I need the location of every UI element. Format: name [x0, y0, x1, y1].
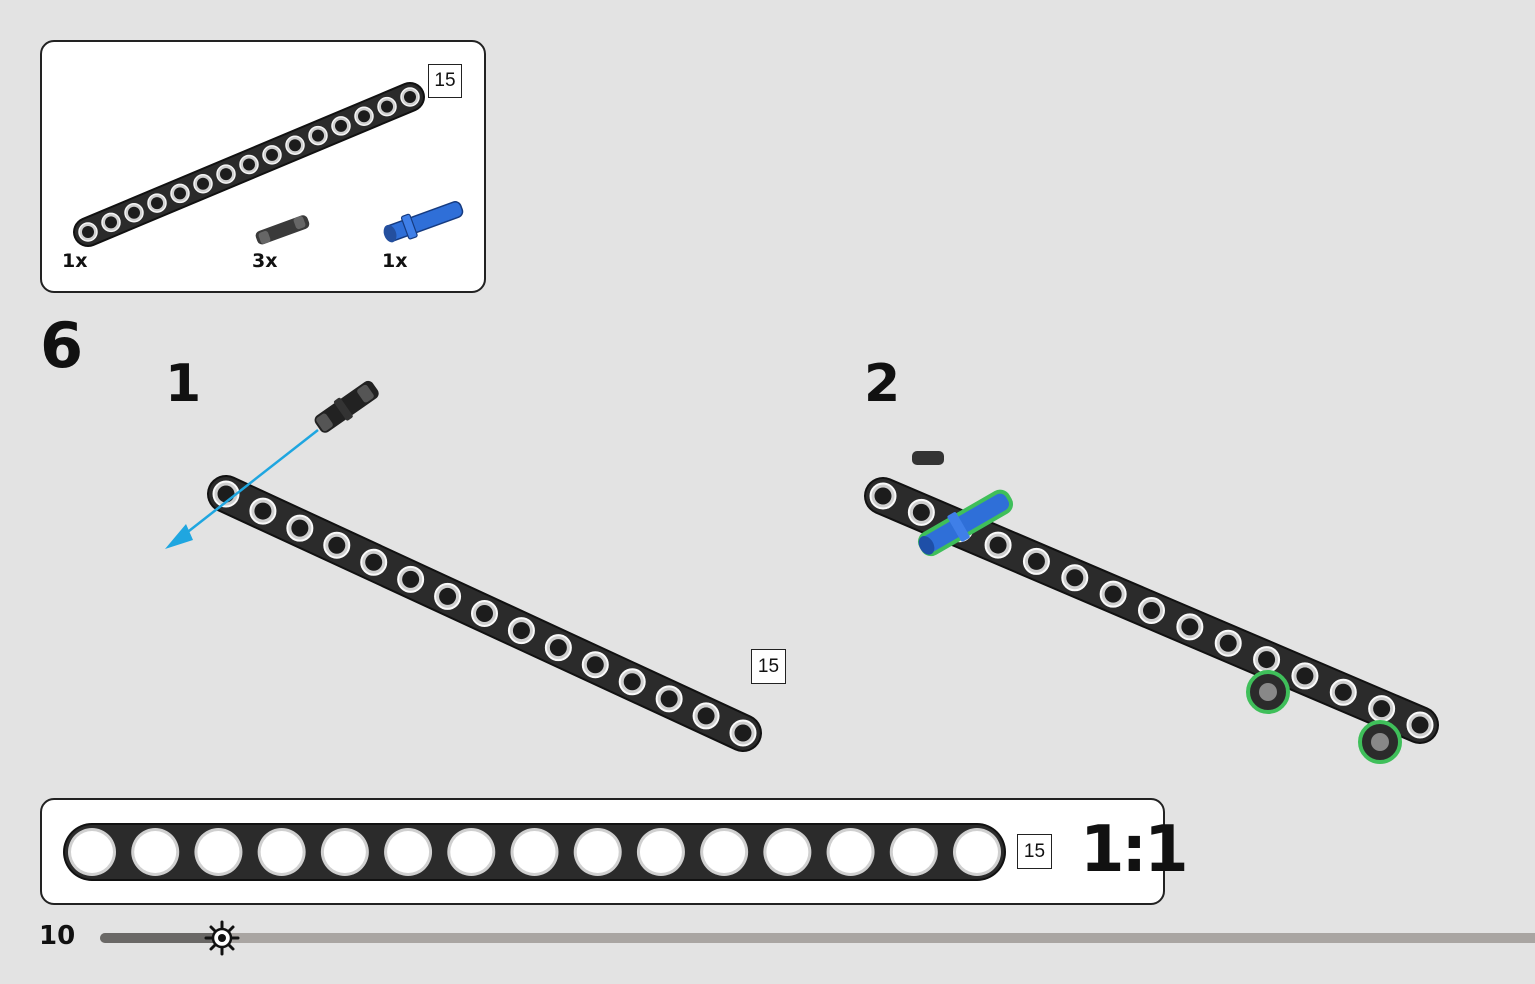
substep-1-beam-hole: [692, 702, 720, 730]
substep-2-beam-hole: [907, 498, 935, 526]
substep-2-friction-pin-b: [1358, 720, 1402, 764]
substep-2-beam-hole: [1099, 580, 1127, 608]
substep-1-beam-hole: [397, 565, 425, 593]
substep-number-1: 1: [165, 354, 202, 414]
ruler-hole: [829, 831, 872, 873]
ruler-beam: [63, 823, 1006, 881]
beam-part-hole: [377, 96, 397, 117]
part-quantity-long-pin: 1x: [382, 250, 408, 272]
substep-2-beam-hole: [1329, 678, 1357, 706]
substep-1-friction-pin: [314, 380, 379, 433]
substep-1-beam-hole: [581, 651, 609, 679]
ruler-hole: [576, 831, 619, 873]
substep-1-beam-hole: [507, 617, 535, 645]
substep-1-beam-hole: [729, 719, 757, 747]
substep-2-beam-hole: [984, 531, 1012, 559]
substep-1-beam-hole: [249, 497, 277, 525]
part-quantity-friction-pin: 3x: [252, 250, 278, 272]
substep-2-beam-hole: [1406, 711, 1434, 739]
substep-2-friction-pin-a: [1246, 670, 1290, 714]
beam-part-hole: [78, 222, 98, 242]
ruler-hole: [450, 831, 493, 873]
part-quantity-beam: 1x: [62, 250, 88, 272]
beam-part-hole: [147, 193, 167, 213]
ruler-hole: [387, 831, 430, 873]
beam-part-icon: [73, 82, 425, 247]
substep-2-blue-pin: [917, 489, 1014, 557]
long-pin-part-icon: [383, 201, 464, 243]
substep-2-beam-hole: [1061, 564, 1089, 592]
substep-1-beam-hole: [360, 548, 388, 576]
beam-part-hole: [101, 212, 121, 233]
ruler-size-badge: 15: [1017, 834, 1052, 869]
beam-part-hole: [124, 202, 144, 223]
scale-label: 1:1: [1080, 813, 1189, 887]
substep-1-beam-hole: [544, 634, 572, 662]
beam-part-hole: [170, 183, 190, 204]
ruler-hole: [956, 831, 998, 873]
progress-bar-fill: [100, 933, 222, 943]
substep-2-beam-hole: [1368, 695, 1396, 723]
beam-part-hole: [331, 116, 351, 136]
substep-2-beam-hole: [1253, 646, 1281, 674]
substep-2-beam-hole: [1291, 662, 1319, 690]
ruler-hole: [639, 831, 682, 873]
insertion-arrow: [165, 429, 319, 549]
substep-1-beam-hole: [434, 582, 462, 610]
substep-1-beam: [207, 475, 762, 752]
beam-part-hole: [239, 154, 259, 175]
beam-part-hole: [400, 87, 420, 107]
substep-2-beam: [864, 477, 1439, 744]
ruler-hole: [323, 831, 366, 873]
ruler-hole: [703, 831, 746, 873]
substep-2-beam-hole: [1022, 547, 1050, 575]
substep-1-beam-hole: [618, 668, 646, 696]
substep-1-beam-hole: [471, 600, 498, 627]
friction-pin-part-icon: [255, 215, 310, 245]
ruler-hole: [134, 831, 177, 873]
ruler-hole: [260, 831, 303, 873]
substep-1-beam-hole: [655, 685, 683, 713]
beam-part-hole: [308, 125, 328, 146]
page-number: 10: [39, 921, 76, 951]
beam-part-hole: [285, 135, 305, 155]
beam-part-hole: [216, 164, 236, 184]
progress-bar: [100, 933, 1535, 943]
beam-size-badge: 15: [428, 64, 462, 98]
substep-2-hidden-pin: [912, 451, 944, 465]
substep-beam-size-badge: 15: [751, 649, 786, 684]
gear-icon: [204, 920, 240, 956]
beam-part-hole: [262, 145, 282, 165]
substep-2-beam-hole: [1176, 613, 1204, 641]
ruler-hole: [513, 831, 556, 873]
substep-number-2: 2: [864, 354, 901, 414]
substep-1-beam-hole: [323, 531, 351, 559]
beam-part-hole: [193, 174, 213, 194]
ruler-hole: [766, 831, 809, 873]
substep-2-beam-hole: [1214, 629, 1242, 657]
substep-1-beam-hole: [286, 514, 314, 542]
ruler-hole: [197, 831, 240, 873]
step-number: 6: [40, 309, 84, 382]
beam-part-hole: [354, 106, 374, 127]
ruler-hole: [892, 831, 935, 873]
substep-2-beam-hole: [1138, 597, 1165, 624]
ruler-hole: [71, 831, 113, 873]
substep-2-beam-hole: [869, 482, 897, 510]
